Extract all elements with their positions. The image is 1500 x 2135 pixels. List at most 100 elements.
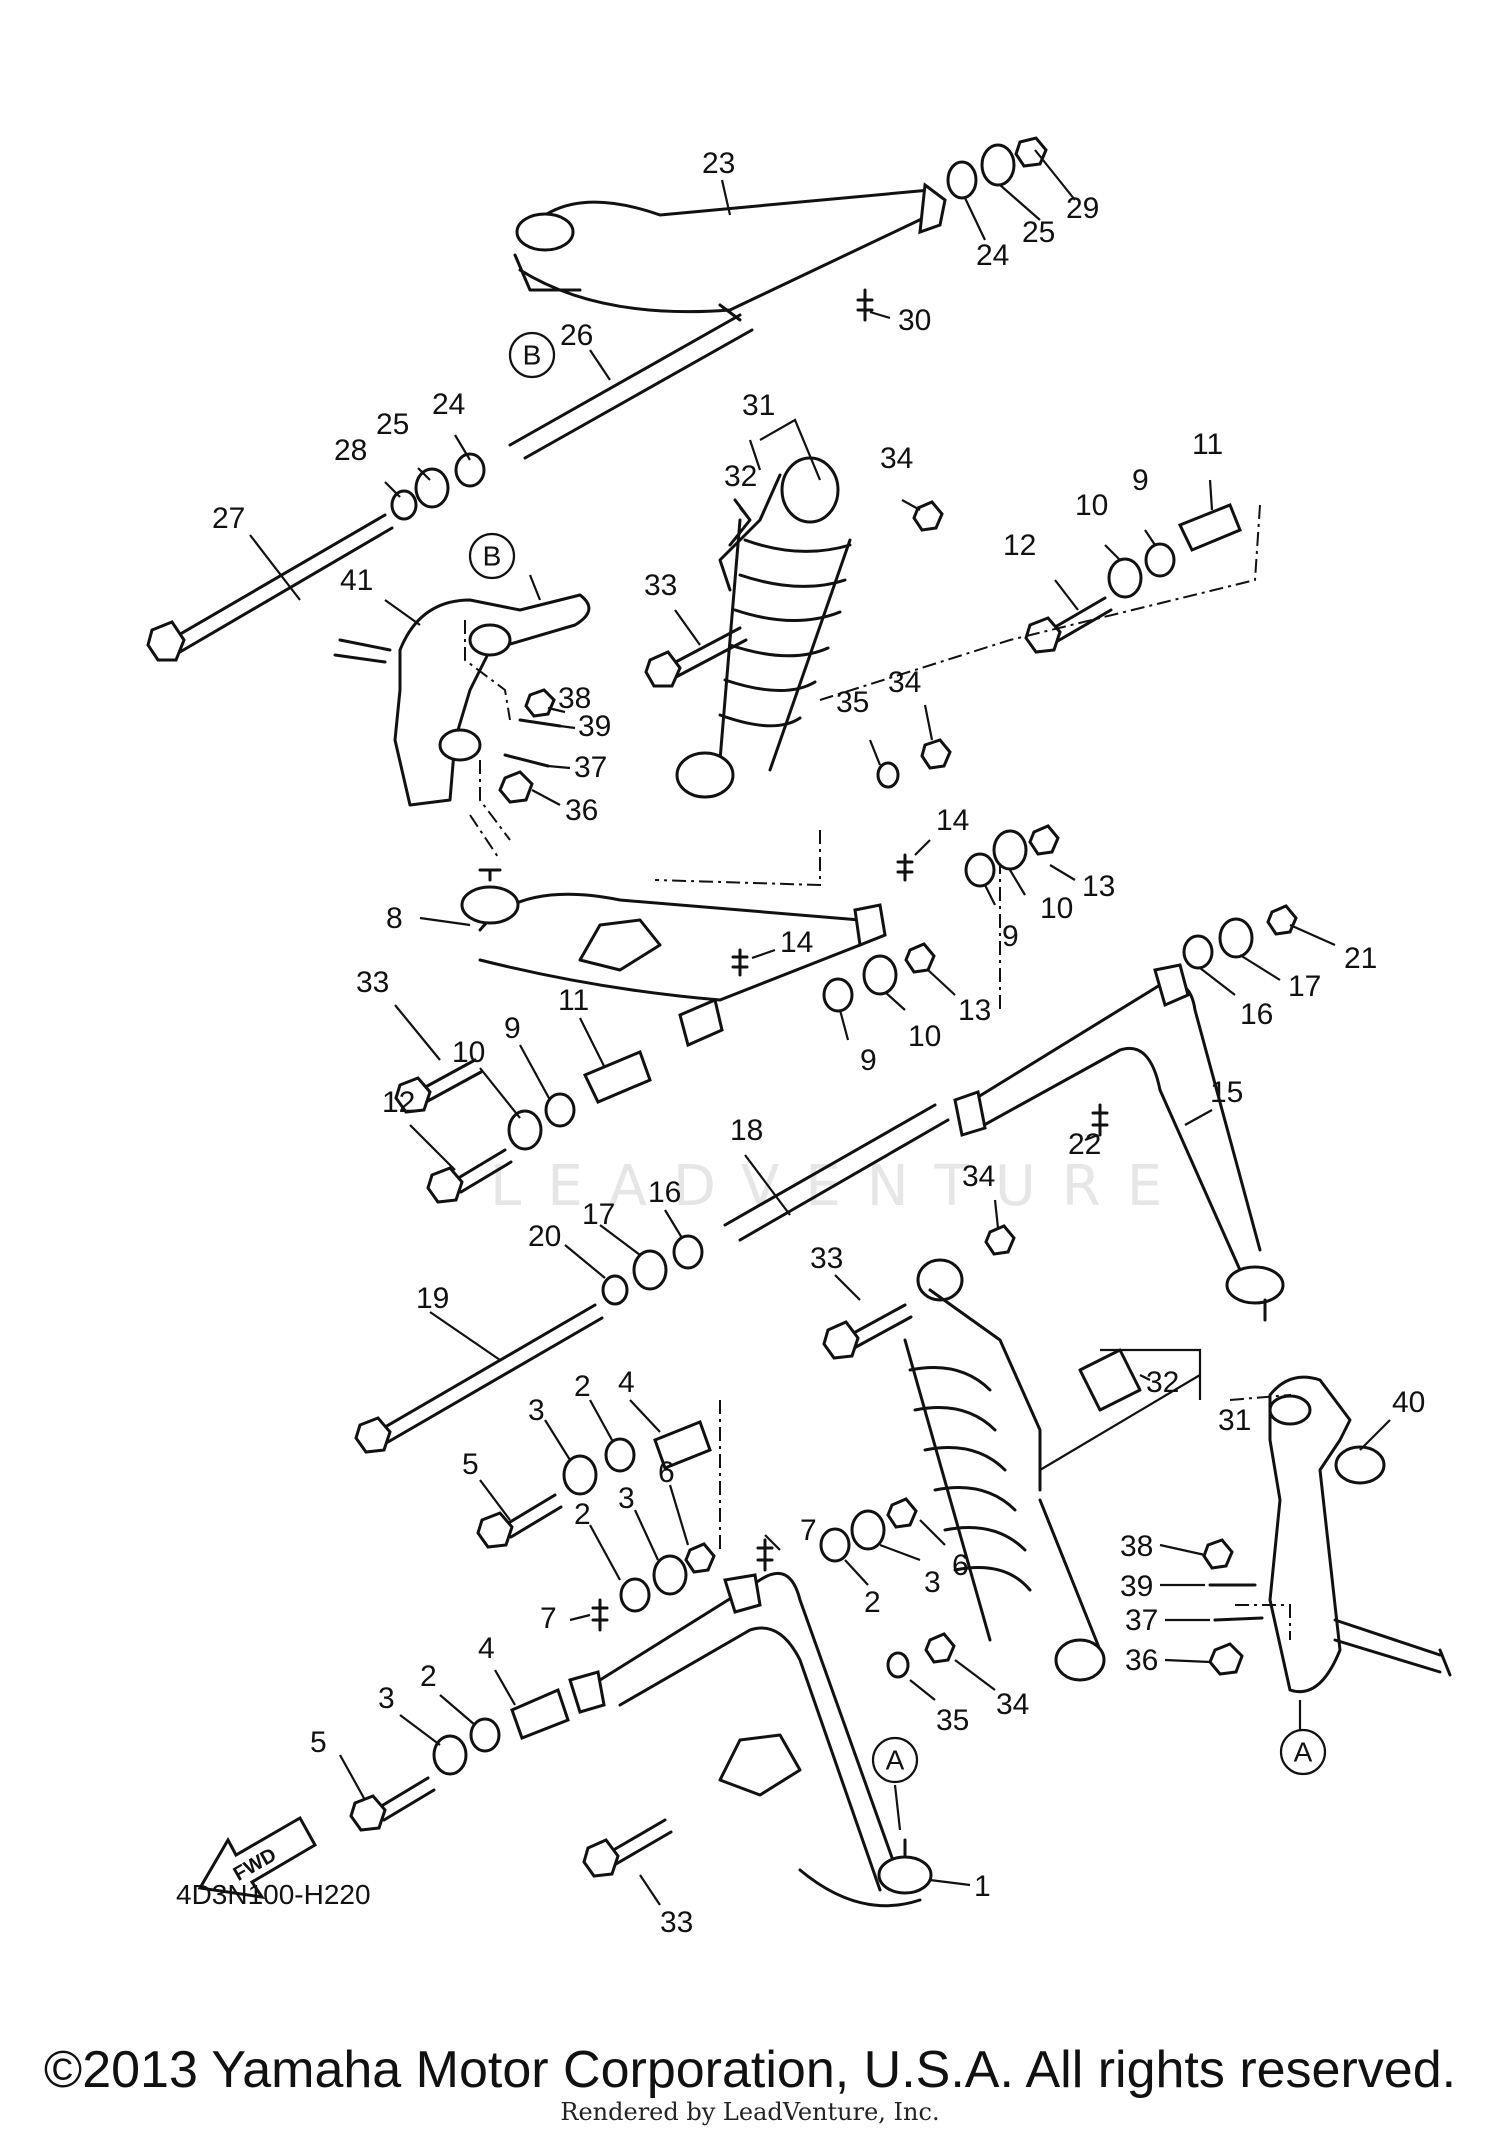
callout-3: 3 — [924, 1566, 941, 1599]
nut-part-38-a — [524, 688, 556, 718]
bushing-part-16-b — [672, 1234, 704, 1270]
callout-16: 16 — [1240, 998, 1273, 1031]
callout-6: 6 — [952, 1549, 969, 1582]
callout-36: 36 — [1125, 1644, 1158, 1677]
upper-arm-right-part-8 — [460, 868, 887, 1048]
leader-lines — [249, 149, 1391, 1906]
nut-part-13-a — [1028, 824, 1060, 856]
shock-absorber-upper-part-31 — [675, 456, 852, 799]
callout-33: 33 — [644, 569, 677, 602]
callout-14: 14 — [780, 926, 813, 959]
callout-2: 2 — [864, 1586, 881, 1619]
callout-4: 4 — [618, 1366, 635, 1399]
callout-13: 13 — [958, 994, 991, 1027]
callout-2: 2 — [574, 1498, 591, 1531]
nut-part-34-c — [984, 1224, 1016, 1256]
callout-17: 17 — [1288, 970, 1321, 1003]
callout-16: 16 — [648, 1176, 681, 1209]
callout-19: 19 — [416, 1282, 449, 1315]
callout-11: 11 — [558, 984, 589, 1017]
nut-part-29 — [1014, 136, 1048, 168]
bushing-part-24-upper — [946, 160, 978, 200]
collar-part-10-a — [1107, 557, 1143, 599]
callout-1: 1 — [974, 1870, 991, 1903]
bolt-part-5-b — [349, 1776, 436, 1832]
bolt-part-33-a — [644, 626, 748, 688]
collar-part-25-upper — [980, 143, 1016, 187]
nut-part-6-b — [886, 1497, 918, 1529]
collar-part-10-d — [507, 1109, 543, 1151]
nut-part-36-a — [498, 770, 534, 804]
washer-part-35-b — [886, 1651, 910, 1679]
callout-24: 24 — [432, 388, 465, 421]
bolt-part-19 — [354, 1303, 604, 1454]
nut-part-13-b — [904, 942, 936, 974]
cotter-pin-part-37-b — [1213, 1616, 1264, 1622]
callout-8: 8 — [386, 902, 403, 935]
steering-knuckle-left-part-41 — [333, 593, 591, 807]
callout-39: 39 — [1120, 1570, 1153, 1603]
callout-7: 7 — [540, 1602, 557, 1635]
callout-2: 2 — [574, 1370, 591, 1403]
grease-nipple-part-7-a — [756, 1538, 774, 1572]
bushing-part-9-c — [822, 977, 854, 1013]
callout-11: 11 — [1192, 428, 1223, 461]
exploded-parts-diagram: LEADVENTURE — [146, 136, 1452, 1939]
grease-nipple-part-22 — [1091, 1103, 1109, 1137]
callout-39: 39 — [578, 710, 611, 743]
bolt-part-12-b — [426, 1148, 513, 1204]
ref-b-knuckle: B — [468, 532, 516, 580]
callout-15: 15 — [1210, 1076, 1243, 1109]
bolt-part-33-d — [582, 1818, 673, 1878]
callout-3: 3 — [528, 1394, 545, 1427]
collar-part-25-mid — [414, 467, 450, 509]
callout-12: 12 — [1003, 529, 1036, 562]
grease-nipple-part-7-b — [591, 1598, 609, 1632]
callout-5: 5 — [462, 1448, 479, 1481]
callout-17: 17 — [582, 1198, 615, 1231]
diagram-code: 4D3N100-H220 — [176, 1879, 371, 1910]
bolt-part-33-b — [394, 1058, 483, 1114]
spacer-part-32-lower — [1078, 1348, 1142, 1412]
callout-28: 28 — [334, 434, 367, 467]
bushing-part-9-a — [1144, 542, 1176, 578]
ref-b-upper-label: B — [523, 340, 542, 371]
callout-9: 9 — [860, 1044, 877, 1077]
callout-6: 6 — [658, 1456, 675, 1489]
bushing-part-16-a — [1182, 934, 1214, 970]
ref-b-upper: B — [508, 331, 556, 379]
bolt-part-27 — [146, 513, 394, 662]
grease-nipple-part-14-b — [731, 948, 749, 977]
washer-part-35-a — [876, 761, 900, 789]
callout-31: 31 — [742, 389, 775, 422]
collar-part-11-b — [582, 1050, 652, 1104]
ref-a-knuckle-label: A — [1294, 1737, 1313, 1768]
callout-32: 32 — [1146, 1366, 1179, 1399]
callout-34: 34 — [880, 442, 913, 475]
bushing-part-9-d — [544, 1092, 576, 1128]
callout-10: 10 — [452, 1036, 485, 1069]
collar-part-17-b — [632, 1249, 668, 1291]
callout-34: 34 — [962, 1160, 995, 1193]
callout-24: 24 — [976, 239, 1009, 272]
lower-arm-left-part-1 — [568, 1571, 933, 1908]
callout-13: 13 — [1082, 870, 1115, 903]
bushing-part-2-a — [604, 1437, 636, 1473]
callout-18: 18 — [730, 1114, 763, 1147]
callout-37: 37 — [1125, 1604, 1158, 1637]
ref-a-knuckle: A — [1279, 1728, 1327, 1776]
callout-2: 2 — [420, 1660, 437, 1693]
rendered-by-note: Rendered by LeadVenture, Inc. — [560, 2098, 940, 2126]
grease-nipple-part-30 — [856, 288, 874, 322]
callout-25: 25 — [1022, 216, 1055, 249]
callout-30: 30 — [898, 304, 931, 337]
steering-knuckle-right-part-40 — [1268, 1375, 1452, 1693]
dashed-guides — [464, 504, 1291, 1640]
forward-arrow: FWD — [197, 1815, 318, 1899]
collar-part-4-a — [653, 1420, 712, 1470]
collar-part-4-b — [510, 1687, 570, 1740]
collar-part-17-a — [1218, 917, 1254, 959]
callout-38: 38 — [558, 682, 591, 715]
watermark-text: LEADVENTURE — [490, 1154, 1188, 1219]
nut-part-36-b — [1208, 1642, 1244, 1676]
